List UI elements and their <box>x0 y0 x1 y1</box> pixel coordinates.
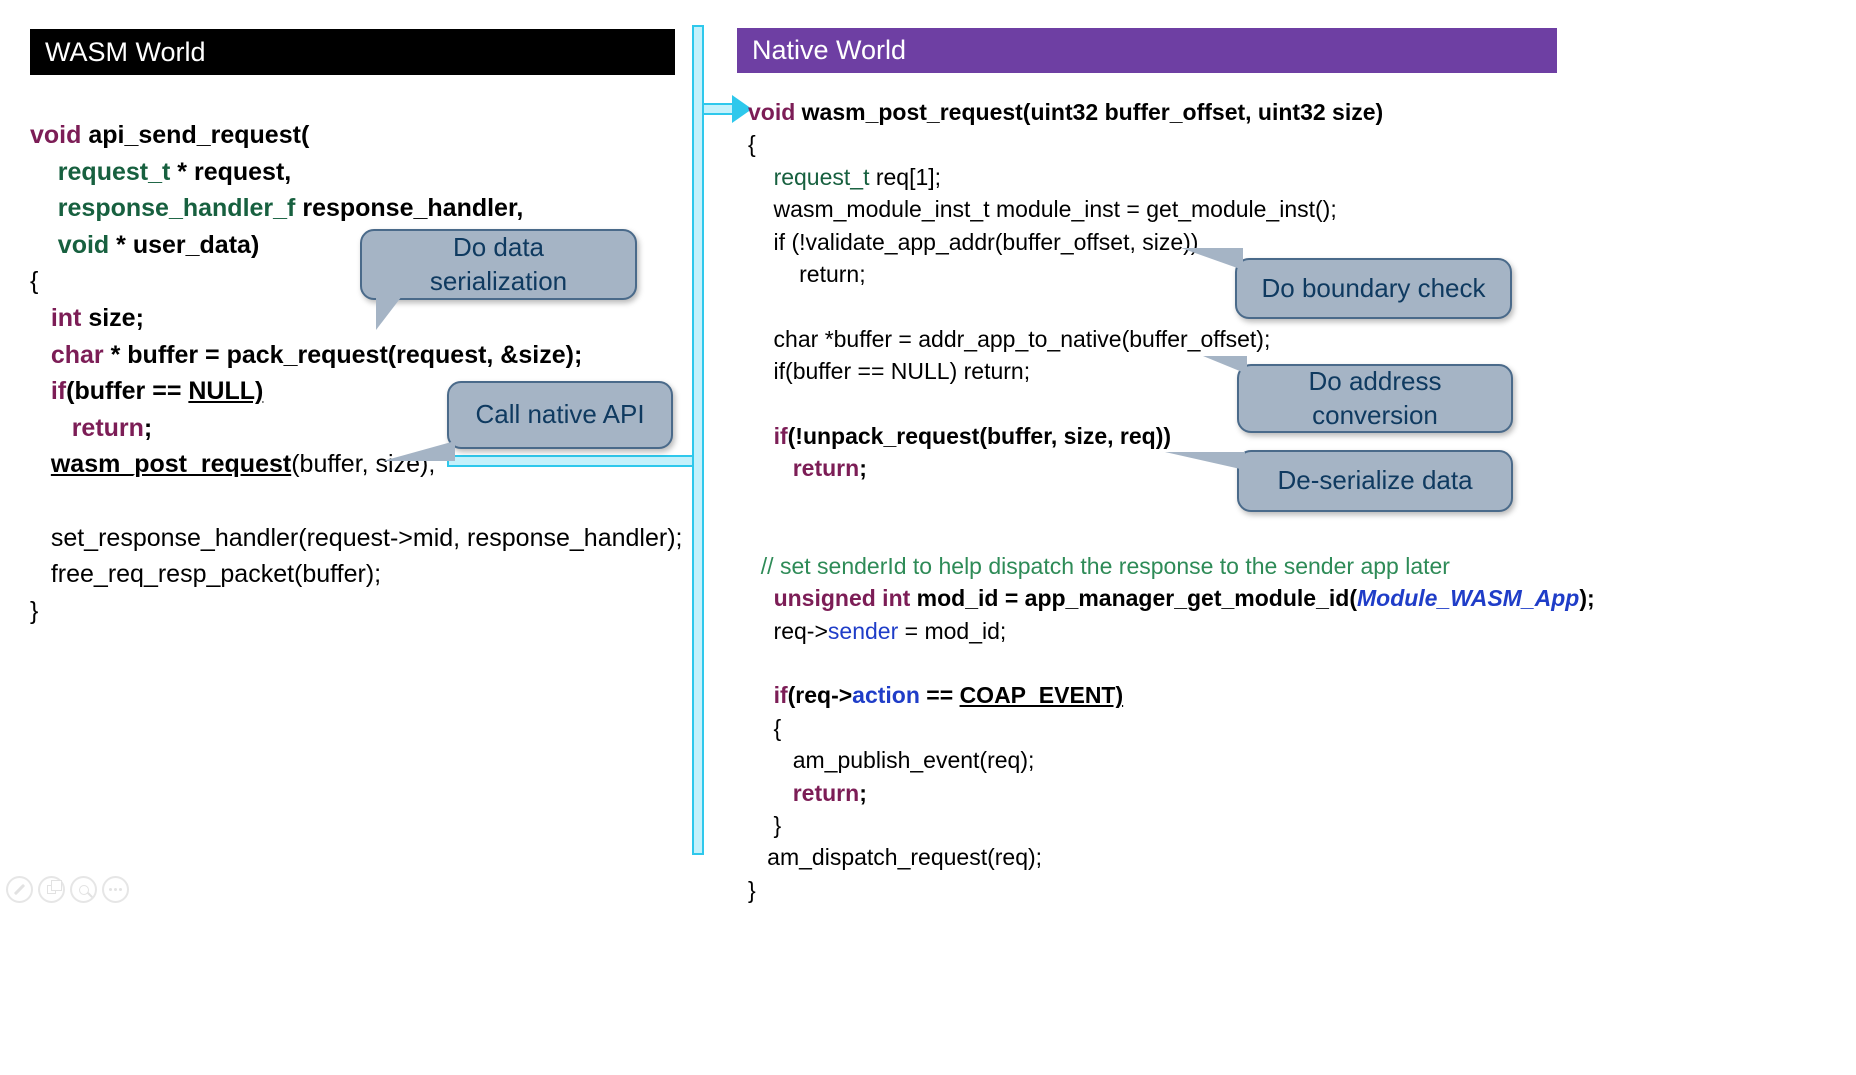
code-line: return; <box>71 413 153 442</box>
callout-tail <box>1203 356 1247 374</box>
code-line <box>30 483 682 520</box>
copy-icon[interactable] <box>38 876 65 903</box>
code-line: set_response_handler(request->mid, respo… <box>30 523 683 552</box>
code-line: // set senderId to help dispatch the res… <box>748 552 1450 579</box>
code-line: void wasm_post_request(uint32 buffer_off… <box>748 99 1384 125</box>
code-line: am_dispatch_request(req); <box>748 844 1043 871</box>
callout-text: Do boundary check <box>1261 272 1486 303</box>
native-code-block: void wasm_post_request(uint32 buffer_off… <box>748 96 1595 906</box>
code-line: { <box>748 131 756 158</box>
code-line: } <box>748 876 756 903</box>
wasm-code-block: void api_send_request( request_t * reque… <box>30 117 682 629</box>
code-line: request_t req[1]; <box>773 163 942 190</box>
callout-tail <box>1165 452 1245 470</box>
call-flow-arrow-shaft <box>702 103 734 115</box>
callout-de-serialize-data: De-serialize data <box>1165 450 1513 512</box>
code-line: if(buffer == NULL) <box>50 377 264 406</box>
code-line: am_publish_event(req); <box>748 747 1035 774</box>
code-line: req->sender = mod_id; <box>748 617 1007 644</box>
code-line: void * user_data) <box>57 230 260 259</box>
code-line: if(!unpack_request(buffer, size, req)) <box>773 423 1172 450</box>
code-line: char *buffer = addr_app_to_native(buffer… <box>748 325 1271 352</box>
native-world-title: Native World <box>752 35 907 65</box>
code-line <box>748 647 1595 679</box>
native-world-header: Native World <box>737 28 1557 73</box>
code-line: { <box>748 714 782 741</box>
wasm-world-header: WASM World <box>30 29 675 75</box>
code-line: if(req->action == COAP_EVENT) <box>773 682 1124 709</box>
code-line: int size; <box>50 303 144 332</box>
code-line: { <box>30 267 39 296</box>
code-line: request_t * request, <box>57 157 292 186</box>
callout-text: Do address conversion <box>1308 365 1442 430</box>
code-line <box>748 517 1595 549</box>
callout-tail <box>1181 248 1243 270</box>
code-line: } <box>30 596 39 625</box>
callout-do-address-conversion: Do address conversion <box>1203 356 1513 433</box>
pen-icon[interactable] <box>6 876 33 903</box>
callout-do-data-serialization: Do data serialization <box>360 229 637 330</box>
code-line: } <box>748 811 782 838</box>
code-line: unsigned int mod_id = app_manager_get_mo… <box>773 585 1595 612</box>
more-icon[interactable] <box>102 876 129 903</box>
callout-do-boundary-check: Do boundary check <box>1181 248 1512 319</box>
code-line: return; <box>792 455 867 482</box>
code-line: void api_send_request( <box>30 121 310 149</box>
code-line: wasm_module_inst_t module_inst = get_mod… <box>748 196 1337 223</box>
world-divider-line <box>692 25 704 855</box>
code-line: if(buffer == NULL) return; <box>748 358 1031 385</box>
presenter-toolbar <box>6 876 129 903</box>
code-line: return; <box>748 261 866 288</box>
callout-text: Call native API <box>475 399 645 430</box>
callout-call-native-api: Call native API <box>383 381 673 461</box>
callout-tail <box>383 441 455 461</box>
callout-text: De-serialize data <box>1277 465 1473 496</box>
code-line: free_req_resp_packet(buffer); <box>30 560 382 589</box>
callout-tail <box>376 296 402 330</box>
wasm-world-title: WASM World <box>45 36 206 67</box>
code-line: response_handler_f response_handler, <box>57 194 524 223</box>
code-line: if (!validate_app_addr(buffer_offset, si… <box>748 228 1199 255</box>
code-line: char * buffer = pack_request(request, &s… <box>50 340 583 369</box>
callout-text: Do data serialization <box>429 231 568 296</box>
code-line: wasm_post_request(buffer, size); <box>50 450 436 479</box>
zoom-icon[interactable] <box>70 876 97 903</box>
call-flow-arrowhead-icon <box>732 95 752 123</box>
code-line: return; <box>792 779 867 806</box>
